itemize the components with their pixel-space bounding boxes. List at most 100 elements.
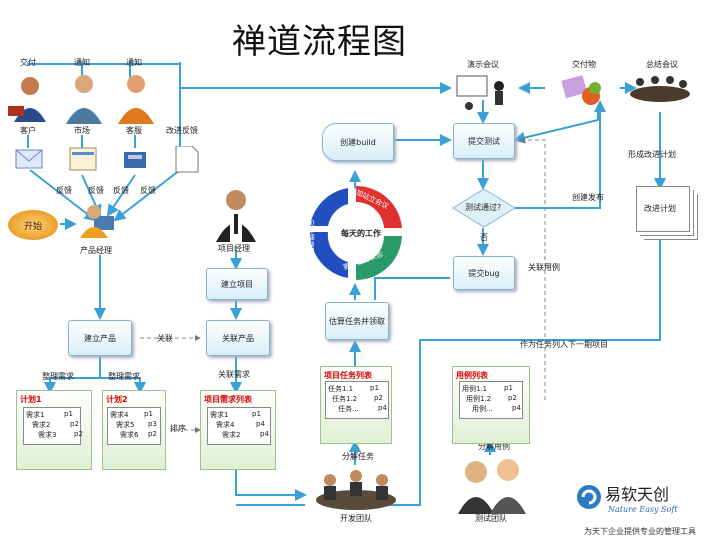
start-node: 开始: [8, 210, 58, 240]
task-list-item-2: 任务1.2: [332, 395, 358, 403]
submit-bug-box: 提交bug: [453, 256, 515, 290]
plan-2-page-1: p1: [144, 410, 153, 418]
req-list-page-3: p4: [260, 430, 269, 438]
project-req-list-title: 项目需求列表: [204, 395, 252, 404]
task-list-page-1: p1: [370, 384, 379, 392]
plan-1-item-2: 需求2: [32, 421, 51, 429]
label-deliver: 交付: [20, 58, 36, 67]
req-list-item-3: 需求2: [222, 431, 241, 439]
case-list-panel: 用例列表 用例1.1 p1 用例1.2 p2 用例... p4: [452, 366, 530, 444]
plan-2-panel: 计划2 需求4 p1 需求5 p3 需求6 p2: [102, 390, 166, 470]
plan-1-page-1: p1: [64, 410, 73, 418]
case-list-page-2: p2: [508, 394, 517, 402]
customer-person-icon: [8, 77, 46, 122]
plan-2-item-1: 需求4: [110, 411, 129, 419]
easysoft-logo-icon: [577, 485, 601, 509]
web-icon: [69, 147, 97, 171]
stakeholders-figures: [8, 75, 154, 124]
project-manager-figure: [216, 190, 256, 242]
case-list-item-3: 用例...: [472, 405, 493, 413]
plan-1-sheet: 需求1 p1 需求2 p2 需求3 p2: [23, 407, 83, 445]
req-list-item-2: 需求4: [216, 421, 235, 429]
market-person-icon: [66, 75, 102, 124]
label-feedback-1: 反馈: [56, 186, 72, 195]
label-next-project: 作为任务列入下一期项目: [520, 340, 608, 349]
meeting-figures: [456, 75, 690, 110]
plan-1-page-2: p2: [70, 420, 79, 428]
plan-2-item-3: 需求6: [120, 431, 139, 439]
label-split-case: 分解用例: [478, 442, 510, 451]
project-task-list-title: 项目任务列表: [324, 371, 372, 380]
estimate-task-box: 估算任务并领取: [325, 302, 389, 340]
submit-test-box: 提交测试: [453, 123, 515, 159]
improve-plan-doc: [636, 186, 690, 232]
label-feedback-4: 反馈: [140, 186, 156, 195]
label-sort-req-2: 整理需求: [108, 372, 140, 381]
case-list-page-3: p4: [512, 404, 521, 412]
req-list-page-1: p1: [252, 410, 261, 418]
project-req-list-panel: 项目需求列表 需求1 p1 需求4 p4 需求2 p4: [200, 390, 276, 470]
label-deliverable: 交付物: [572, 60, 596, 69]
plan-1-title: 计划1: [20, 395, 42, 404]
case-list-item-2: 用例1.2: [466, 395, 492, 403]
demo-meeting-icon: [456, 75, 504, 110]
plan-1-page-3: p2: [74, 430, 83, 438]
case-list-item-1: 用例1.1: [462, 385, 488, 393]
label-sort-req-1: 整理需求: [42, 372, 74, 381]
label-feedback-2: 反馈: [88, 186, 104, 195]
label-create-release: 创建发布: [572, 193, 604, 202]
label-link-case: 关联用例: [528, 263, 560, 272]
plan-2-title: 计划2: [106, 395, 128, 404]
label-product-manager: 产品经理: [80, 246, 112, 255]
mail-icon: [15, 149, 43, 169]
task-list-item-1: 任务1.1: [328, 385, 354, 393]
label-notify-1: 通知: [74, 58, 90, 67]
page-title: 禅道流程图: [232, 22, 407, 62]
project-req-sheet: 需求1 p1 需求4 p4 需求2 p4: [207, 407, 271, 445]
logo-sub: Nature Easy Soft: [608, 505, 678, 514]
label-summary-meeting: 总结会议: [646, 60, 678, 69]
test-team-figure: [458, 459, 526, 514]
feedback-channel-icons: [15, 146, 199, 173]
plan-1-item-3: 需求3: [38, 431, 57, 439]
label-improve-plan: 改进计划: [644, 204, 676, 213]
plan-2-page-3: p2: [148, 430, 157, 438]
deliverable-icon: [561, 75, 601, 105]
label-test-pass: 测试通过?: [465, 203, 502, 212]
project-task-list-panel: 项目任务列表 任务1.1 p1 任务1.2 p2 任务... p4: [320, 366, 392, 444]
req-list-page-2: p4: [256, 420, 265, 428]
label-split-task: 分解任务: [342, 452, 374, 461]
phone-icon: [124, 152, 146, 168]
req-list-item-1: 需求1: [210, 411, 229, 419]
label-notify-2: 通知: [126, 58, 142, 67]
case-list-title: 用例列表: [456, 371, 488, 380]
plan-1-item-1: 需求1: [26, 411, 45, 419]
document-icon: [175, 146, 199, 173]
project-task-sheet: 任务1.1 p1 任务1.2 p2 任务... p4: [325, 381, 389, 419]
summary-meeting-icon: [630, 76, 690, 102]
label-improve-feedback: 改进反馈: [166, 126, 198, 135]
label-sort: 排序: [170, 424, 186, 433]
label-customer: 客户: [20, 126, 36, 135]
label-project-manager: 项目经理: [218, 244, 250, 253]
label-link: 关联: [157, 334, 173, 343]
label-link-req: 关联需求: [218, 370, 250, 379]
test-pass-decision: [452, 188, 516, 228]
task-list-page-3: p4: [378, 404, 387, 412]
create-build-box: 创建build: [322, 123, 394, 161]
label-test-team: 测试团队: [475, 514, 507, 523]
task-list-page-2: p2: [374, 394, 383, 402]
daily-work-cycle: [309, 185, 402, 280]
case-list-sheet: 用例1.1 p1 用例1.2 p2 用例... p4: [459, 381, 523, 419]
label-feedback-3: 反馈: [113, 186, 129, 195]
logo-slogan: 为天下企业提供专业的管理工具: [584, 527, 696, 536]
plan-1-panel: 计划1 需求1 p1 需求2 p2 需求3 p2: [16, 390, 92, 470]
create-product-box: 建立产品: [68, 320, 132, 356]
label-service: 客服: [126, 126, 142, 135]
cycle-left: 完善燃尽图: [306, 219, 315, 255]
plan-2-sheet: 需求4 p1 需求5 p3 需求6 p2: [107, 407, 161, 445]
link-product-box: 关联产品: [206, 320, 270, 356]
logo-name: 易软天创: [605, 485, 670, 504]
plan-2-item-2: 需求5: [116, 421, 135, 429]
